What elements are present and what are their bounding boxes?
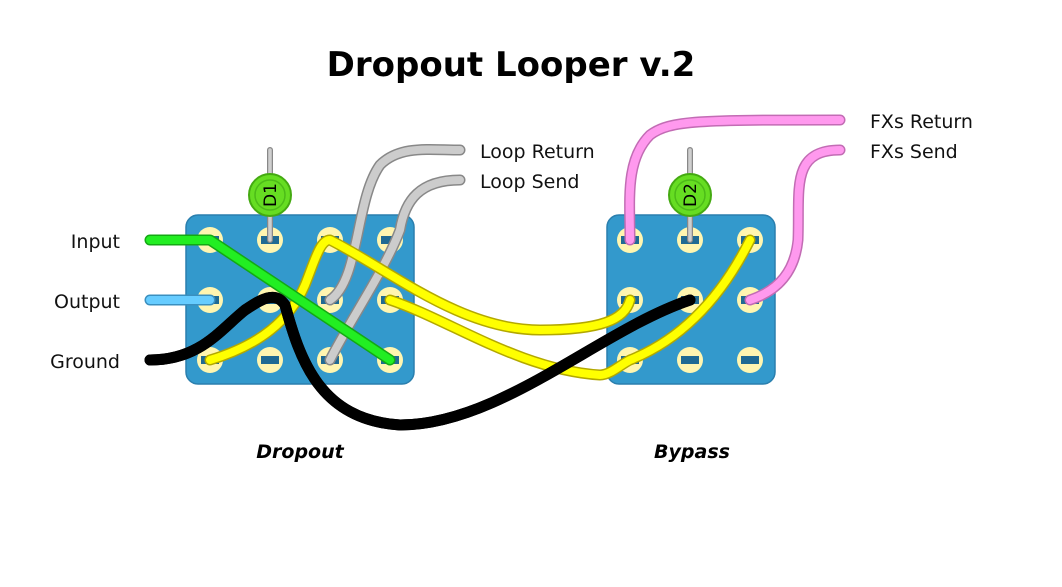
ground-wire (144, 291, 696, 431)
output-label: Output (54, 291, 120, 313)
input-wire (144, 234, 396, 366)
loop-return-label: Loop Return (480, 141, 595, 163)
led-d2: D2 (668, 147, 712, 243)
input-label: Input (71, 231, 120, 253)
fx-return-wire (624, 114, 846, 246)
loop-return-wire (324, 143, 466, 306)
led-d2-label: D2 (681, 183, 701, 207)
bypass-lug (677, 347, 703, 373)
fx-send-wire (744, 144, 846, 306)
bypass-lug (737, 347, 763, 373)
bypass-caption: Bypass (654, 441, 730, 463)
led-d1-label: D1 (261, 183, 281, 207)
led-d1: D1 (248, 147, 292, 243)
fx-return-label: FXs Return (870, 111, 973, 133)
ground-label: Ground (50, 351, 120, 373)
dropout-caption: Dropout (256, 441, 344, 463)
yellow-jumper-2 (384, 234, 756, 381)
diagram-title: Dropout Looper v.2 (327, 45, 696, 85)
loop-send-wire (324, 174, 466, 366)
fx-send-label: FXs Send (870, 141, 958, 163)
loop-send-label: Loop Send (480, 171, 579, 193)
dropout-lug (257, 347, 283, 373)
